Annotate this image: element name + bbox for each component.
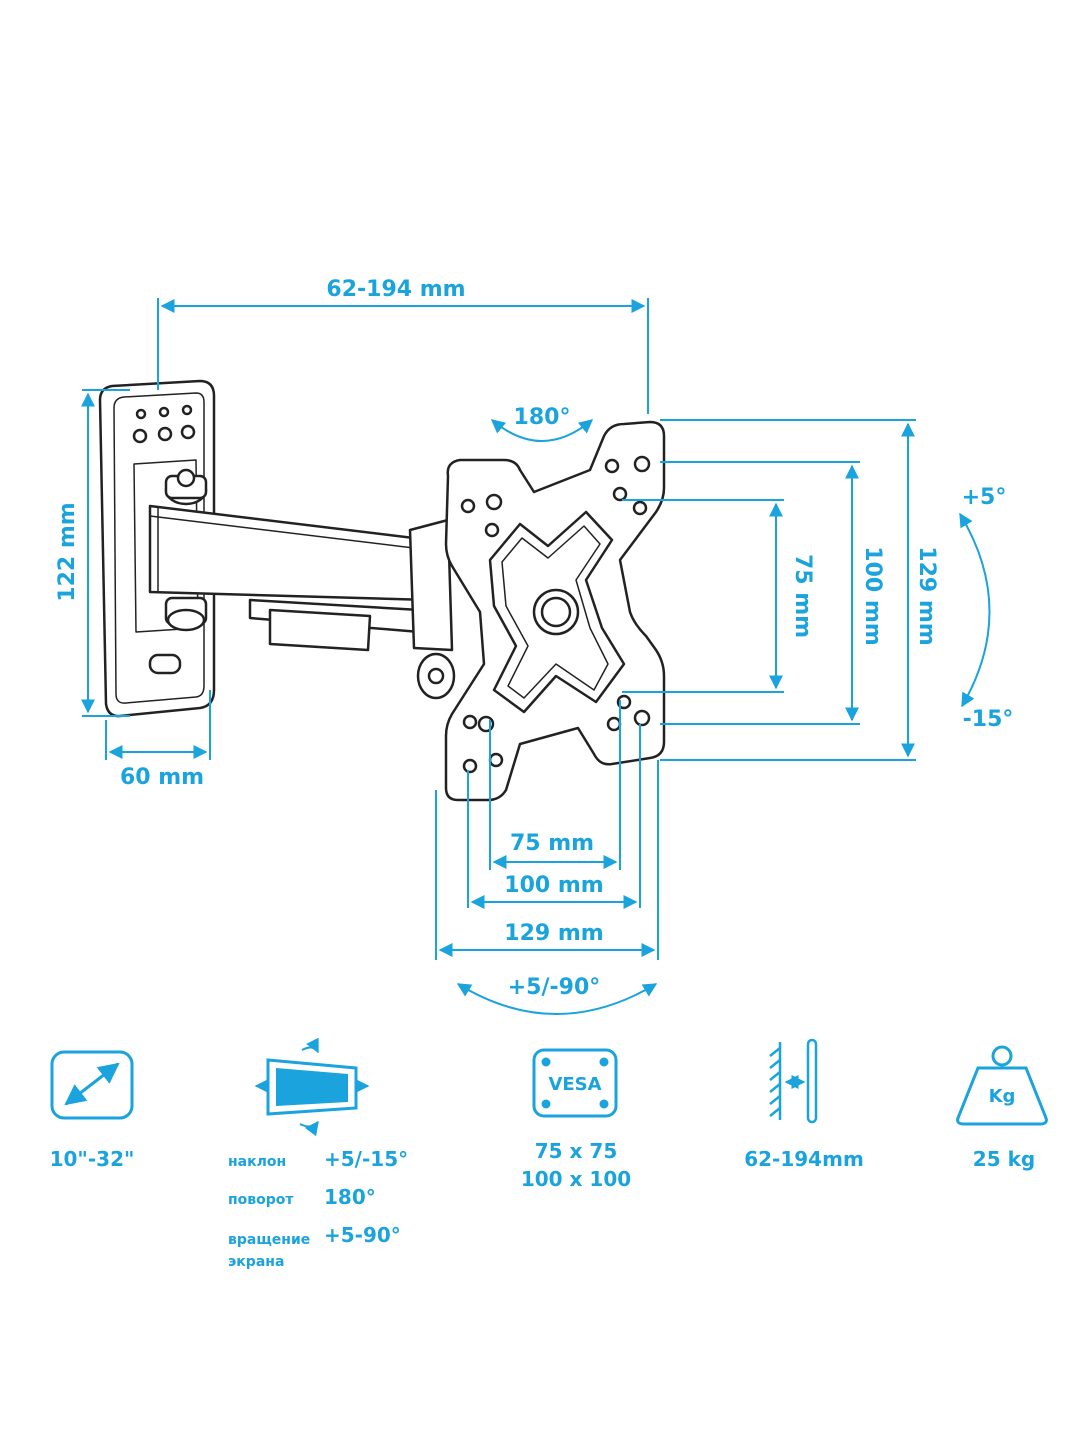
dimension-lines [81, 298, 991, 1015]
tilt-up-label: +5° [962, 485, 1007, 510]
tilt-down-label: -15° [963, 707, 1014, 732]
bracket-height-label: 122 mm [55, 502, 80, 601]
swivel-spec-value: 180° [324, 1185, 376, 1209]
weight-icon-label: Kg [989, 1086, 1016, 1107]
plate-vertical-75-label: 75 mm [790, 554, 815, 638]
vesa-plate-drawing [444, 420, 666, 802]
rotation-spec-label-1: вращение [228, 1232, 310, 1248]
arm-reach-label: 62-194 mm [326, 277, 465, 302]
weight-icon [956, 1045, 1048, 1126]
plate-vertical-129-label: 129 mm [914, 546, 939, 645]
wall-distance-icon [769, 1038, 818, 1124]
screen-size-value: 10"-32" [50, 1147, 135, 1171]
rotation-angle-label: +5/-90° [508, 975, 601, 1000]
vesa-icon [532, 1048, 618, 1118]
diagonal-arrow-icon [50, 1050, 134, 1120]
rotation-spec-label-2: экрана [228, 1254, 284, 1270]
vesa-size-2: 100 x 100 [521, 1167, 631, 1191]
rotation-spec-value: +5-90° [324, 1223, 401, 1247]
wall-bracket-drawing [98, 379, 456, 718]
tilt-spec-value: +5/-15° [324, 1147, 408, 1171]
plate-horizontal-100-label: 100 mm [504, 873, 603, 898]
plate-horizontal-129-label: 129 mm [504, 921, 603, 946]
swivel-angle-label: 180° [514, 405, 571, 430]
wall-distance-value: 62-194mm [744, 1147, 864, 1171]
vesa-size-1: 75 x 75 [535, 1139, 618, 1163]
plate-horizontal-75-label: 75 mm [510, 831, 594, 856]
max-load-value: 25 kg [973, 1147, 1035, 1171]
plate-vertical-100-label: 100 mm [860, 546, 885, 645]
swivel-spec-label: поворот [228, 1192, 294, 1208]
bracket-width-label: 60 mm [120, 765, 204, 790]
vesa-icon-label: VESA [548, 1074, 601, 1095]
tilt-swivel-icon [254, 1037, 370, 1137]
tilt-spec-label: наклон [228, 1154, 286, 1170]
